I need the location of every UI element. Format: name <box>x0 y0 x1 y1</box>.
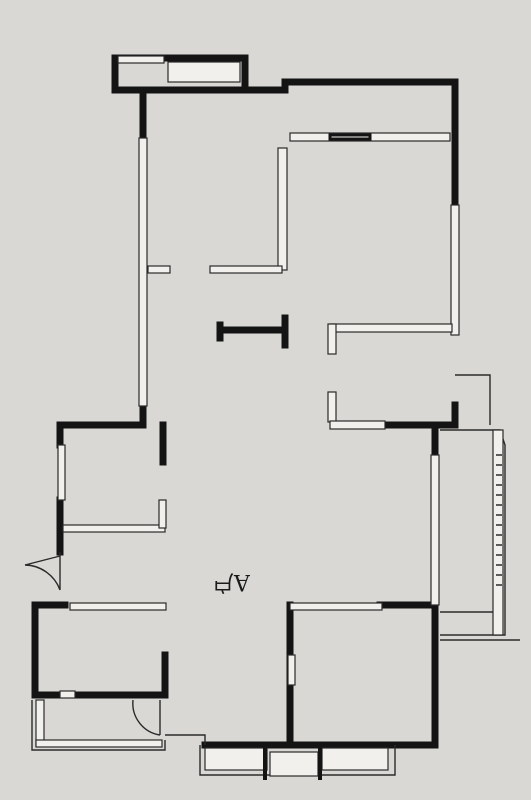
balcony-door <box>132 699 161 736</box>
top-balcony <box>111 54 249 94</box>
lower-left-balcony <box>31 699 206 751</box>
unit-label: A户 <box>212 569 250 594</box>
right-balcony <box>440 374 520 641</box>
exterior-walls <box>31 78 459 749</box>
entry-door <box>24 552 61 591</box>
interior-partitions <box>57 132 460 699</box>
bottom-balcony <box>199 743 396 780</box>
